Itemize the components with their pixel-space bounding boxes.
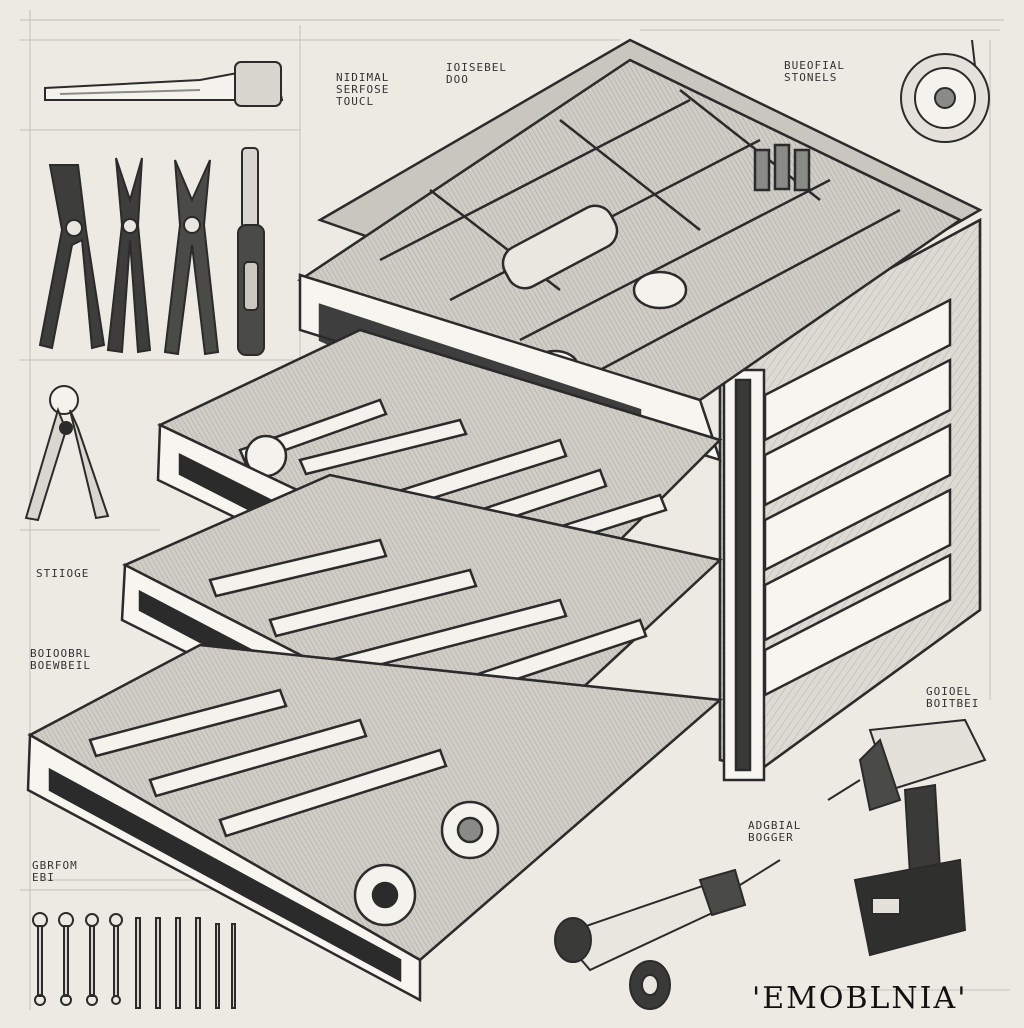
adjustable-wrench-icon [44,61,284,107]
label-top-mid: IOISEBEL DOO [446,61,507,86]
label-right-lower: GOIOEL BOITBEI [926,685,980,710]
screwdriver-icon [237,147,265,356]
tape-measure-icon [900,39,990,143]
label-top-right: BUEOFIAL STONELS [784,59,845,84]
label-left-lower: BOIOOBRL BOEWBEIL [30,647,91,672]
label-left-middle: STIIOGE [36,567,90,580]
pliers-icon [163,159,220,356]
label-top-center: NIDIMAL SERFOSE TOUCL [336,71,390,108]
needle-nose-pliers-icon [106,157,152,354]
label-drill: ADGBIAL BOGGER [748,819,802,844]
signature-text: 'EMOBLNIA' [752,981,968,1016]
rotary-tool-icon [554,859,781,1010]
wire-cutters-icon [24,385,110,522]
label-bottom-left: GBRFOM EBI [32,859,78,884]
pliers-icon [38,164,106,350]
cordless-drill-icon [827,718,987,957]
spanner-set-icon [32,912,236,1009]
drawer-4 [26,643,723,1003]
